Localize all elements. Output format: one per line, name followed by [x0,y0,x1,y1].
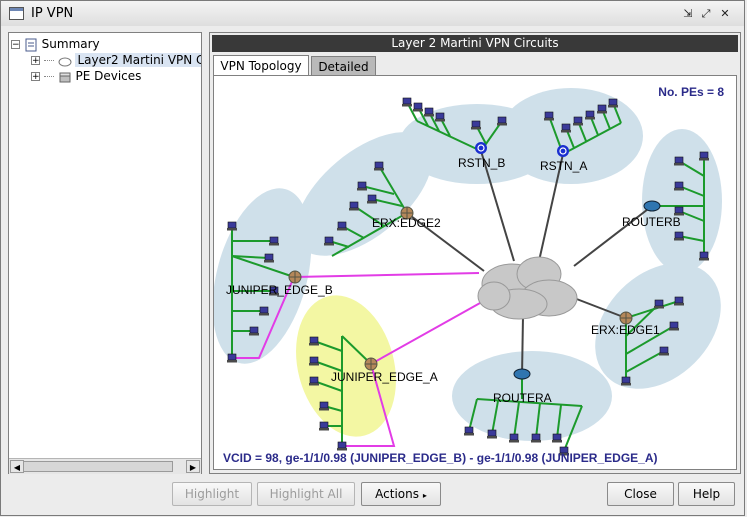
scroll-right-icon[interactable]: ▶ [186,460,200,473]
tab-vpn-topology[interactable]: VPN Topology [213,55,309,75]
tree-item-layer2-vpn-label: Layer2 Martini VPN Circu [75,53,201,67]
tree-item-summary[interactable]: − Summary [11,36,100,52]
topology-canvas[interactable]: No. PEs = 8 RSTN_B RSTN_A ROUTERB ERX:ED… [213,75,737,470]
close-button[interactable]: Close [607,482,674,506]
vpn-cloud-icon [58,57,72,66]
menu-arrow-icon: ▸ [422,491,427,500]
cluster-erx-edge2 [295,132,433,256]
cluster-juniper-edge-b [214,188,312,364]
cluster-routerb [642,129,722,273]
node-label-rstn-a: RSTN_A [540,159,587,173]
highlight-all-button[interactable]: Highlight All [257,482,355,506]
maximize-icon[interactable]: ⤢ [701,7,711,20]
juniper-edge-a-icon [364,357,378,371]
node-label-rstn-b: RSTN_B [458,156,505,170]
tab-detailed[interactable]: Detailed [311,56,376,75]
window-frame [0,26,745,516]
window-title: IP VPN [31,6,74,21]
routerb-icon [643,200,661,212]
node-label-routerb: ROUTERB [622,215,681,229]
erx-edge2-icon [400,206,414,220]
tree-item-pe-devices[interactable]: + PE Devices [31,68,141,84]
summary-icon [25,38,37,51]
highlight-button[interactable]: Highlight [172,482,252,506]
network-cloud [477,256,578,320]
pe-devices-icon [59,72,71,82]
node-label-erx-edge2: ERX:EDGE2 [372,216,441,230]
expand-icon[interactable]: + [31,56,40,66]
navigation-tree: − Summary + Layer2 Martini VPN Circu + P… [8,32,202,474]
expand-icon[interactable]: + [31,72,40,82]
node-label-routera: ROUTERA [493,391,552,405]
tree-item-layer2-vpn[interactable]: + Layer2 Martini VPN Circu [31,52,201,68]
scroll-left-icon[interactable]: ◀ [10,460,24,473]
node-label-erx-edge1: ERX:EDGE1 [591,323,660,337]
node-label-juniper-edge-b: JUNIPER_EDGE_B [226,283,333,297]
tree-item-summary-label: Summary [41,37,100,51]
cluster-routera [452,351,612,441]
scrollbar-thumb[interactable] [23,461,173,472]
vcid-label: VCID = 98, ge-1/1/0.98 (JUNIPER_EDGE_B) … [223,451,658,465]
routera-icon [513,368,531,380]
collapse-icon[interactable]: − [11,40,20,50]
close-window-icon[interactable]: ✕ [720,7,730,20]
vpn-circuits-panel: Layer 2 Martini VPN Circuits VPN Topolog… [209,32,741,474]
juniper-edge-b-icon [288,270,302,284]
panel-header: Layer 2 Martini VPN Circuits [212,35,738,52]
erx-edge1-icon [619,311,633,325]
actions-button-label: Actions [375,487,419,501]
tree-item-pe-devices-label: PE Devices [75,69,142,83]
tree-horizontal-scrollbar[interactable]: ◀ ▶ [9,458,201,474]
node-label-juniper-edge-a: JUNIPER_EDGE_A [331,370,438,384]
pe-count-label: No. PEs = 8 [658,85,724,99]
actions-button[interactable]: Actions ▸ [361,482,441,506]
window-app-icon [9,7,24,20]
restore-icon[interactable]: ⇲ [683,7,693,20]
window-title-bar: IP VPN ⇲ ⤢ ✕ [0,0,745,26]
help-button[interactable]: Help [678,482,735,506]
rstn-a-icon [557,145,569,157]
cluster-juniper-edge-a [296,295,396,437]
rstn-b-icon [475,142,487,154]
